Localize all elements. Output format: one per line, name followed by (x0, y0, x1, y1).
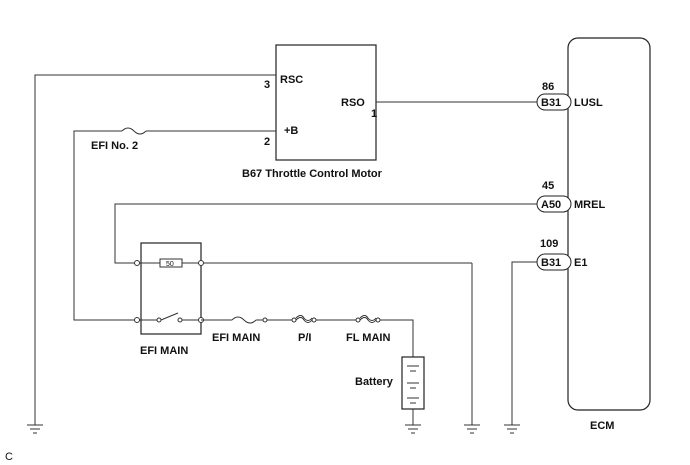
fl-main-terminal-left (355, 317, 361, 323)
fuse-fl-main-label: FL MAIN (346, 332, 390, 344)
battery-label: Battery (355, 376, 394, 388)
connector-a50-mrel-label: A50 (541, 199, 561, 211)
ecm-pin-name-lusl: LUSL (574, 97, 603, 109)
connector-b31-lusl-label: B31 (541, 97, 561, 109)
pin-rso-number: 1 (371, 108, 377, 120)
ecm-label: ECM (590, 420, 614, 432)
junction-efi-main (262, 317, 268, 323)
pi-terminal-left (291, 317, 297, 323)
pin-rsc-number: 3 (264, 79, 270, 91)
fl-main-terminal-right (375, 317, 381, 323)
relay-switch-arm (160, 312, 179, 321)
pi-terminal-right (311, 317, 317, 323)
relay-terminal-coil-out (198, 260, 204, 266)
pin-b-number: 2 (264, 136, 270, 148)
fuse-fl-main-symbol-outline (359, 315, 377, 321)
fuse-efi-no2-symbol (121, 127, 147, 135)
fuse-fl-main-symbol (359, 317, 377, 323)
throttle-motor-box (275, 44, 377, 161)
fuse-efi-main-symbol (231, 316, 257, 324)
ecm-pin-number-e1: 109 (540, 238, 558, 250)
wire-mrel-relay (114, 203, 537, 264)
corner-mark: C (5, 451, 13, 463)
throttle-motor-caption: B67 Throttle Control Motor (242, 168, 383, 180)
pin-b-label: +B (284, 125, 298, 137)
fuse-pi-symbol (295, 317, 313, 323)
fuse-efi-no2-label: EFI No. 2 (91, 140, 138, 152)
wire-e1-ground (511, 261, 537, 425)
ground-icon (464, 424, 480, 434)
relay-coil-mark: 50 (166, 261, 174, 268)
relay-switch-contact-b (177, 317, 183, 323)
fuse-pi-symbol-outline (295, 315, 313, 321)
ground-icon (405, 424, 421, 434)
wire-fuse-relay (73, 130, 137, 321)
relay-terminal-switch-in (134, 317, 140, 323)
relay-label: EFI MAIN (140, 345, 188, 357)
ecm-pin-number-lusl: 86 (542, 81, 554, 93)
relay-terminal-coil-in (134, 260, 140, 266)
ground-icon (504, 424, 520, 434)
fuse-efi-main-label: EFI MAIN (212, 332, 260, 344)
relay-switch-contact-a (156, 317, 162, 323)
ecm-pin-name-mrel: MREL (574, 199, 605, 211)
efi-main-relay-box (140, 242, 202, 335)
connector-b31-e1-label: B31 (541, 257, 561, 269)
fuse-pi-label: P/I (298, 332, 311, 344)
pin-rsc-label: RSC (280, 74, 303, 86)
ecm-box (567, 37, 651, 411)
pin-rso-label: RSO (341, 97, 365, 109)
wire-rsc-ground (34, 74, 276, 425)
ecm-pin-number-mrel: 45 (542, 180, 554, 192)
ecm-pin-name-e1: E1 (574, 257, 587, 269)
wire-fl-main-battery (380, 319, 414, 357)
ground-icon (27, 424, 43, 434)
